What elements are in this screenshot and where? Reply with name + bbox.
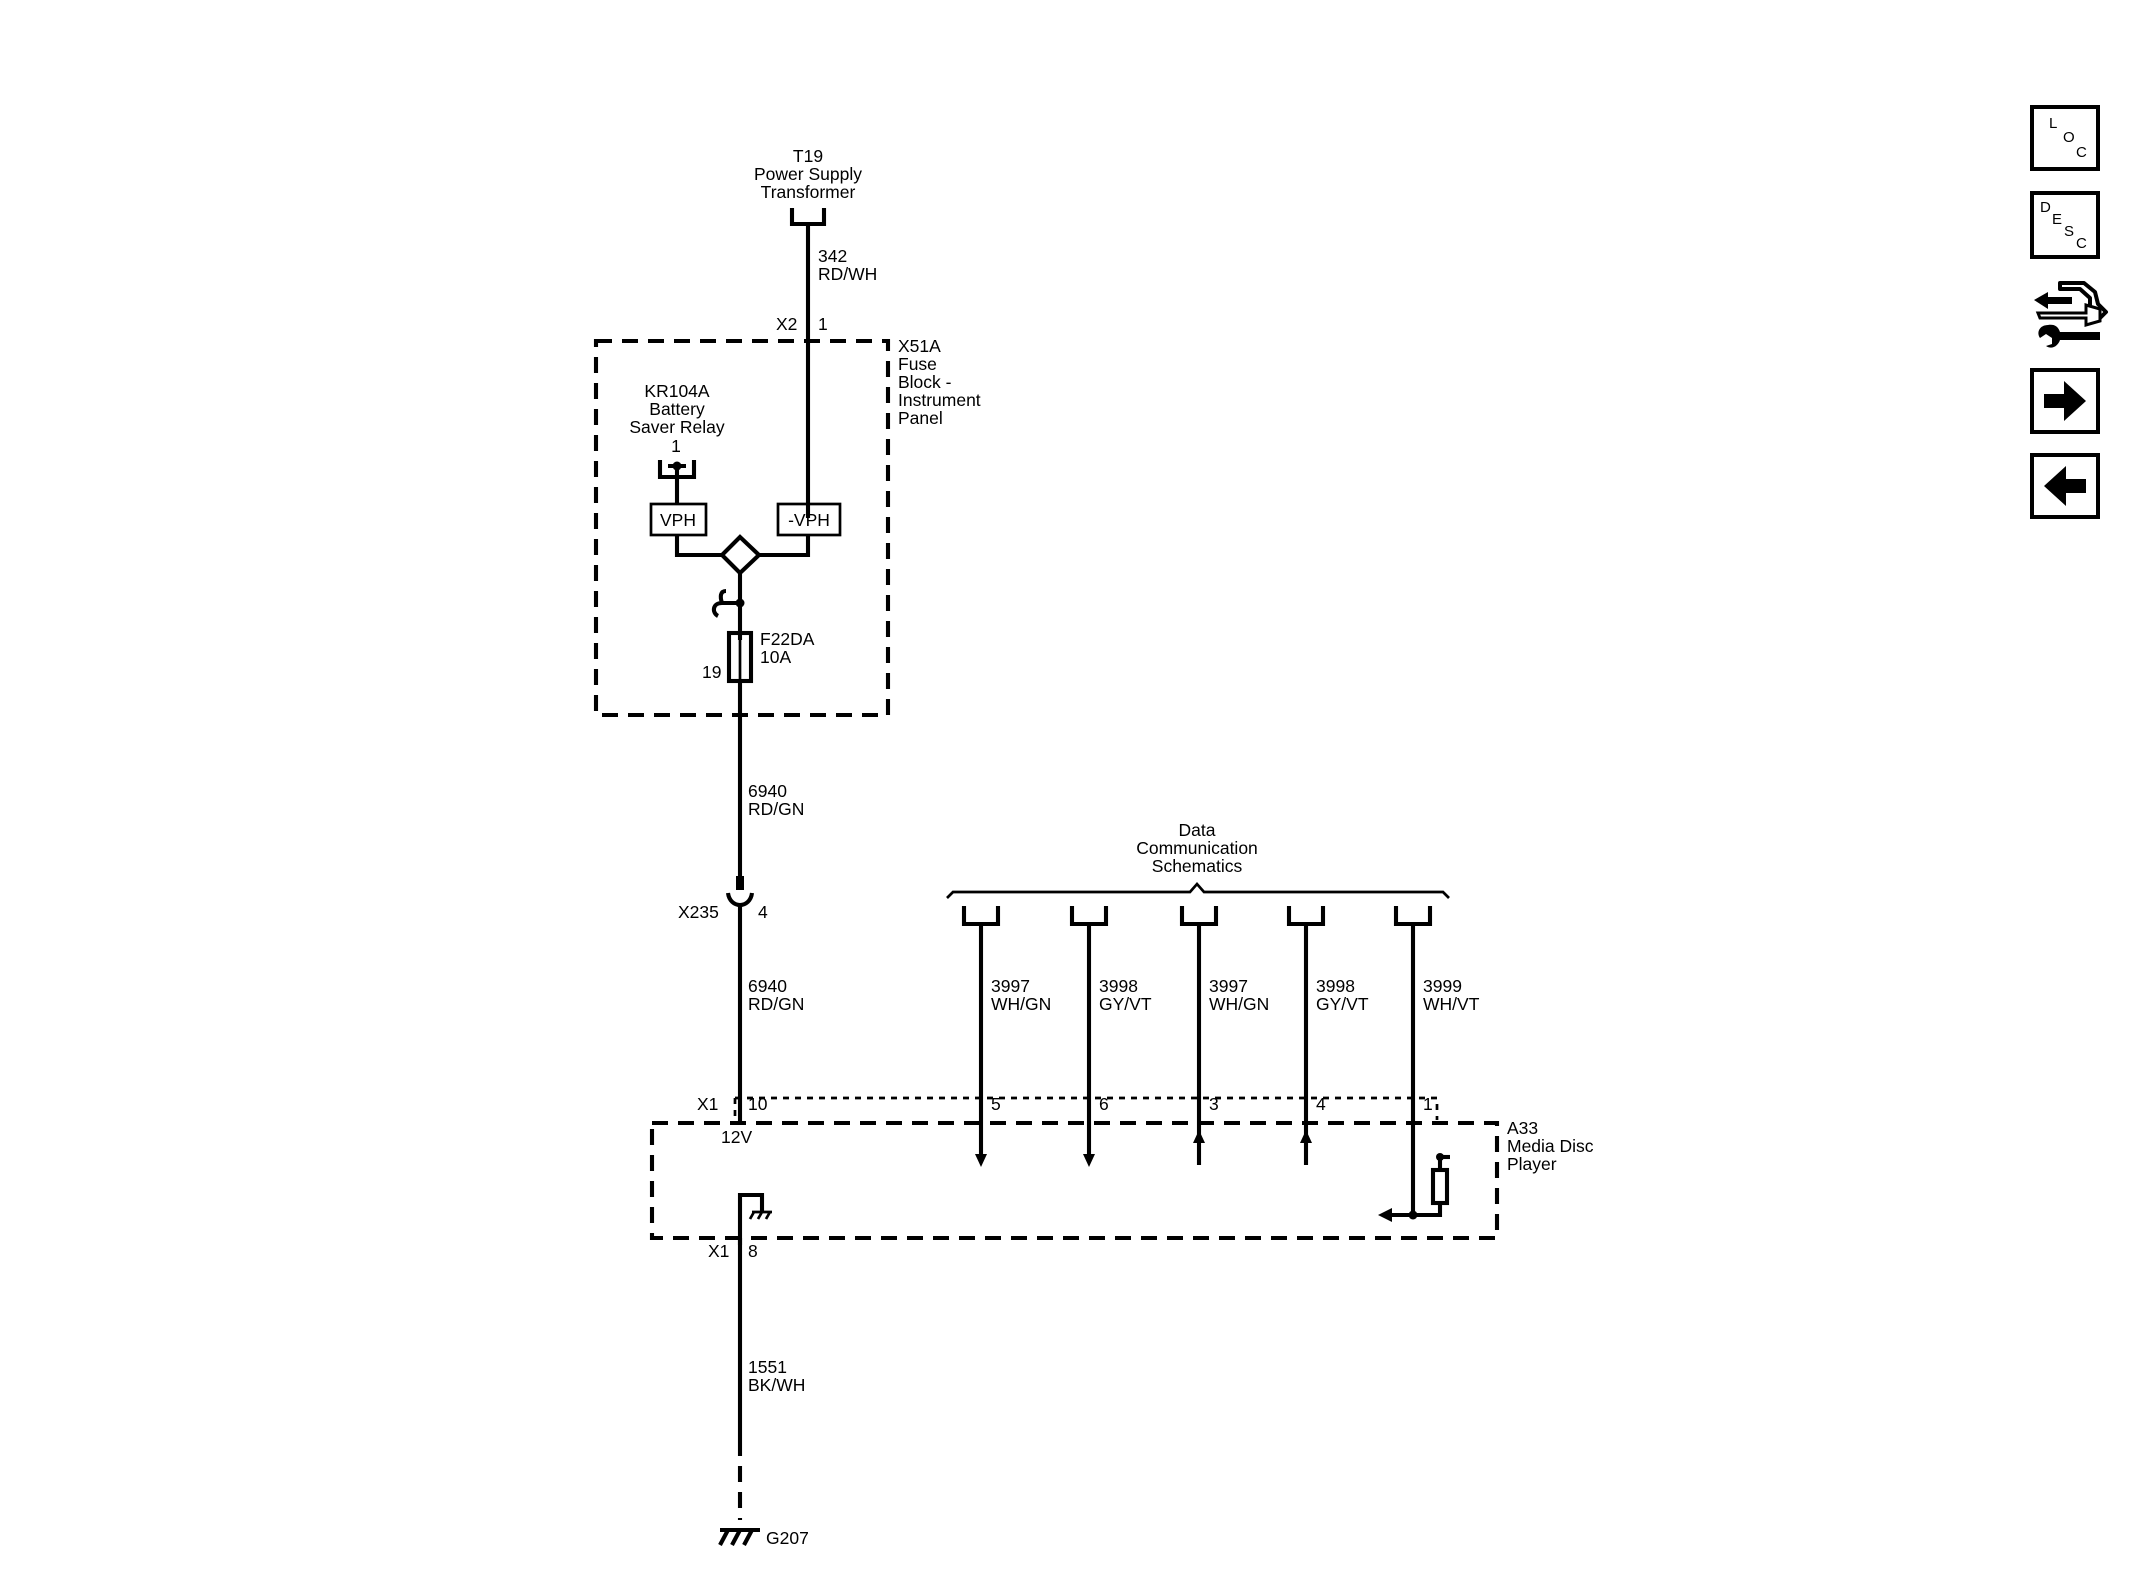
- wire-6940-lower-circuit: 6940: [748, 976, 787, 996]
- arrow-left-icon: [2044, 466, 2086, 506]
- data-wire-2-color: GY/VT: [1099, 994, 1152, 1014]
- wire-342-color: RD/WH: [818, 264, 877, 284]
- wire-6940-upper-color: RD/GN: [748, 799, 804, 819]
- relay-kr104a: KR104A Battery Saver Relay 1: [629, 381, 725, 504]
- data-wire-3998-pin6: 3998 GY/VT 6: [1069, 906, 1152, 1167]
- loc-o: O: [2063, 129, 2075, 146]
- arrow-right-icon: [2044, 381, 2086, 421]
- x235-id: X235: [678, 902, 719, 922]
- x51a-name-line4: Panel: [898, 408, 943, 428]
- ground-g207: G207: [718, 1527, 809, 1548]
- g207-id: G207: [766, 1528, 809, 1548]
- kr104a-pin: 1: [671, 436, 681, 456]
- data-wire-4-color: GY/VT: [1316, 994, 1369, 1014]
- kr104a-name-line2: Saver Relay: [629, 417, 725, 437]
- desc-d: D: [2040, 199, 2051, 216]
- a33-name-line2: Player: [1507, 1154, 1557, 1174]
- data-comm-line2: Communication: [1136, 838, 1258, 858]
- data-wire-3-pin: 3: [1209, 1094, 1219, 1114]
- data-wire-3-circuit: 3997: [1209, 976, 1248, 996]
- data-wire-2-circuit: 3998: [1099, 976, 1138, 996]
- data-comm-line1: Data: [1179, 820, 1216, 840]
- wire-1551-circuit: 1551: [748, 1357, 787, 1377]
- wire-342-circuit: 342: [818, 246, 847, 266]
- data-wire-3997-pin5: 3997 WH/GN 5: [961, 906, 1051, 1167]
- data-wire-1-circuit: 3997: [991, 976, 1030, 996]
- wire-1551: 1551 BK/WH: [737, 1238, 805, 1520]
- x2-connector-id: X2: [776, 314, 797, 334]
- t19-name-line1: Power Supply: [754, 164, 862, 184]
- kr104a-id: KR104A: [644, 381, 710, 401]
- data-wire-5-pin: 1: [1423, 1094, 1433, 1114]
- next-page-button[interactable]: [2030, 368, 2100, 434]
- data-wire-3999-pin1: 3999 WH/VT 1: [1393, 906, 1480, 1215]
- wire-6940-lower-color: RD/GN: [748, 994, 804, 1014]
- media-disc-player-a33: X1 10 A33 Media Disc Player 12V: [649, 1094, 1594, 1245]
- wire-342: 342 RD/WH X2 1: [776, 224, 877, 518]
- x51a-name-line3: Instrument: [898, 390, 981, 410]
- desc-e: E: [2052, 211, 2062, 228]
- wire-6940-upper: 6940 RD/GN: [737, 681, 804, 884]
- previous-page-button[interactable]: [2030, 453, 2100, 519]
- data-wire-3998-pin4: 3998 GY/VT 4: [1286, 906, 1369, 1165]
- desc-button[interactable]: D E S C: [2030, 191, 2100, 259]
- transformer-t19: T19 Power Supply Transformer: [754, 146, 862, 227]
- x1-bottom-id: X1: [708, 1241, 729, 1261]
- fuse-block-x51a: X51A Fuse Block - Instrument Panel KR104…: [593, 336, 981, 718]
- desc-s: S: [2064, 223, 2074, 240]
- x1-top-id: X1: [697, 1094, 718, 1114]
- a33-id: A33: [1507, 1118, 1538, 1138]
- wire-1551-color: BK/WH: [748, 1375, 805, 1395]
- desc-c: C: [2076, 235, 2087, 252]
- data-wire-2-pin: 6: [1099, 1094, 1109, 1114]
- wire-6940-lower: 6940 RD/GN: [737, 905, 804, 1122]
- data-wire-4-pin: 4: [1316, 1094, 1326, 1114]
- data-wire-3-color: WH/GN: [1209, 994, 1269, 1014]
- x51a-id: X51A: [898, 336, 941, 356]
- data-wire-5-color: WH/VT: [1423, 994, 1480, 1014]
- x1-bottom-pin: 8: [748, 1241, 758, 1261]
- loc-l: L: [2049, 115, 2057, 132]
- a33-voltage: 12V: [721, 1127, 752, 1147]
- fuse-id: F22DA: [760, 629, 815, 649]
- loc-button[interactable]: L O C: [2030, 105, 2100, 171]
- data-comm-line3: Schematics: [1152, 856, 1243, 876]
- fuse-pin: 19: [702, 662, 721, 682]
- a33-name-line1: Media Disc: [1507, 1136, 1594, 1156]
- data-wire-4-circuit: 3998: [1316, 976, 1355, 996]
- data-wire-1-pin: 5: [991, 1094, 1001, 1114]
- fuse-rating: 10A: [760, 647, 791, 667]
- loc-c: C: [2076, 144, 2087, 161]
- data-wire-3997-pin3: 3997 WH/GN 3: [1179, 906, 1269, 1165]
- data-communication-bus: Data Communication Schematics: [946, 820, 1450, 899]
- inline-connector-x235: X235 4: [678, 876, 768, 922]
- kr104a-name-line1: Battery: [649, 399, 705, 419]
- wire-6940-upper-circuit: 6940: [748, 781, 787, 801]
- t19-name-line2: Transformer: [761, 182, 856, 202]
- t19-id: T19: [793, 146, 823, 166]
- x1-top-pin: 10: [748, 1094, 768, 1114]
- vph-left-label: VPH: [660, 510, 696, 530]
- x51a-name-line1: Fuse: [898, 354, 937, 374]
- connector-wrench-icon[interactable]: [2034, 281, 2108, 348]
- x51a-name-line2: Block -: [898, 372, 952, 392]
- data-wire-1-color: WH/GN: [991, 994, 1051, 1014]
- fuse-f22da: F22DA 10A 19: [702, 629, 815, 684]
- data-wire-5-circuit: 3999: [1423, 976, 1462, 996]
- x235-pin: 4: [758, 902, 768, 922]
- vph-right-label: -VPH: [788, 510, 830, 530]
- x2-connector-pin: 1: [818, 314, 828, 334]
